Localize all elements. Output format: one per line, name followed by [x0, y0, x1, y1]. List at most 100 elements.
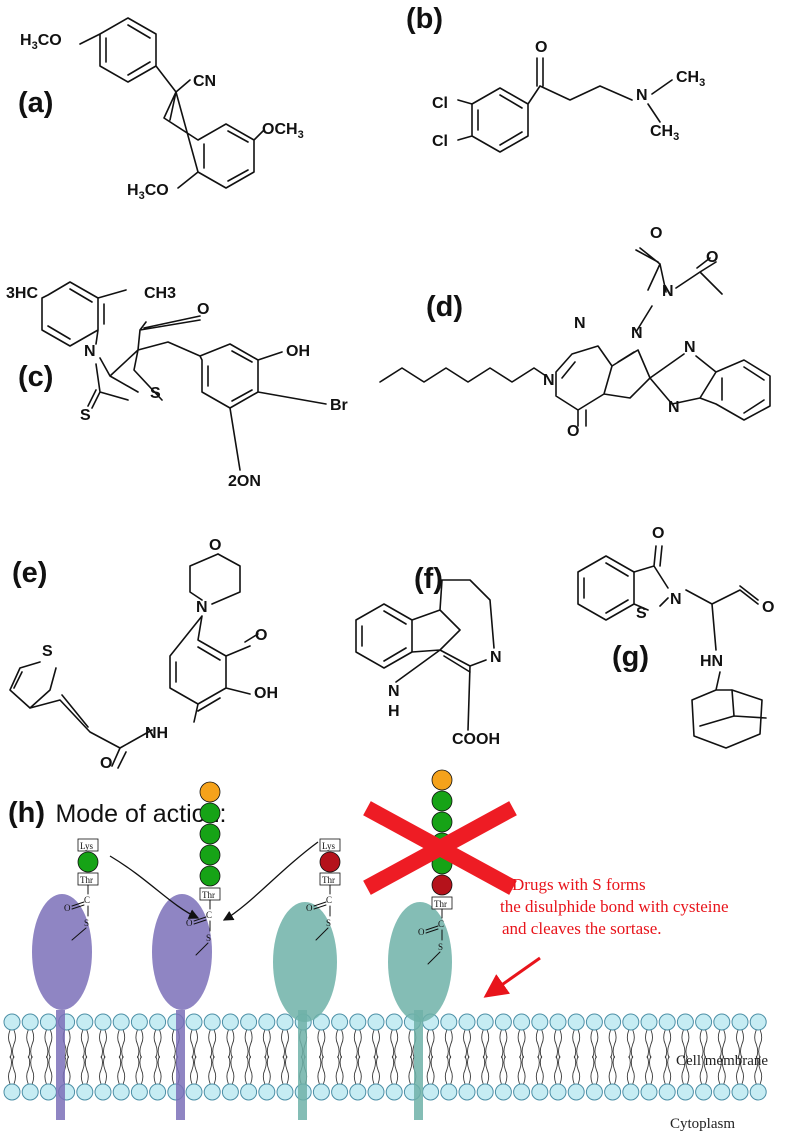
lipid-head: [94, 1083, 112, 1101]
lipid-head: [94, 1013, 112, 1031]
lipid-tail: [190, 1029, 198, 1059]
lipid-tail: [444, 1055, 453, 1085]
lipid-tail: [117, 1029, 126, 1059]
lipid-head: [749, 1083, 767, 1101]
lipid-head: [3, 1013, 21, 1031]
sortase-1: [32, 894, 92, 1120]
lipid-tail: [736, 1029, 744, 1059]
lipid-tail: [481, 1029, 490, 1059]
panel-label-h: (h) Mode of action:: [8, 797, 226, 829]
atom-e-o-amide: O: [100, 755, 112, 772]
lipid-tail: [463, 1055, 471, 1085]
amino-acid-red: [319, 851, 341, 873]
lipid-head: [695, 1083, 713, 1101]
lipid-head: [276, 1013, 294, 1031]
lipid-head: [3, 1083, 21, 1101]
lipid-head: [21, 1013, 39, 1031]
lipid-tail: [717, 1029, 726, 1059]
lipid-head: [622, 1013, 640, 1031]
lipid-tail: [135, 1029, 144, 1059]
lipid-head: [258, 1083, 276, 1101]
lipid-head: [367, 1013, 385, 1031]
lipid-tail: [572, 1029, 581, 1059]
atom-e-o-morph: O: [209, 537, 221, 554]
lipid-tail: [335, 1055, 344, 1085]
atom-c-1: C: [84, 895, 90, 905]
atom-s-2: S: [206, 933, 211, 943]
lipid-tail: [426, 1055, 435, 1085]
lipid-tail: [645, 1055, 653, 1085]
lipid-tail: [281, 1029, 289, 1059]
box-thr-2: Thr: [202, 890, 215, 900]
mode-of-action-panel: (h) Mode of action: Lys Thr: [3, 769, 768, 1132]
lipid-head: [476, 1013, 494, 1031]
lipid-tail: [281, 1055, 289, 1085]
lipid-tail: [8, 1029, 16, 1059]
lipid-head: [203, 1083, 221, 1101]
lipid-tail: [699, 1029, 708, 1059]
atom-o-4: O: [418, 927, 425, 937]
atom-a-och3: OCH3: [262, 121, 304, 141]
lipid-tail: [190, 1055, 198, 1085]
amino-acid-green: [77, 851, 99, 873]
lipid-tail: [499, 1029, 508, 1059]
box-lys-3: Lys: [322, 841, 336, 851]
lipid-head: [622, 1083, 640, 1101]
panel-label-b: (b): [406, 3, 443, 35]
atom-f-cooh: COOH: [452, 731, 500, 748]
box-thr-3: Thr: [322, 875, 335, 885]
atom-e-o-acid: O: [255, 627, 267, 644]
structure-d: (d) O O N N N N N N O: [379, 225, 771, 440]
lipid-head: [658, 1013, 676, 1031]
lipid-head: [331, 1083, 349, 1101]
atom-d-o-3: O: [567, 423, 579, 440]
lipid-head: [76, 1083, 94, 1101]
box-lys-1: Lys: [80, 841, 94, 851]
lipid-head: [458, 1013, 476, 1031]
atom-d-n-3: N: [631, 325, 643, 342]
lipid-tail: [26, 1029, 35, 1059]
lipid-tail: [517, 1029, 526, 1059]
lipid-head: [585, 1013, 603, 1031]
lipid-head: [385, 1083, 403, 1101]
lipid-head: [112, 1013, 130, 1031]
lipid-head: [422, 1083, 440, 1101]
atom-b-ch3-2: CH3: [650, 123, 679, 143]
atom-s-3: S: [326, 918, 331, 928]
lipid-tail: [481, 1055, 490, 1085]
lipid-head: [349, 1013, 367, 1031]
lipid-tail: [335, 1029, 344, 1059]
lipid-head: [713, 1013, 731, 1031]
lipid-tail: [244, 1055, 253, 1085]
atom-f-nh-n: N: [388, 683, 400, 700]
lipid-tail: [499, 1055, 508, 1085]
lipid-tail: [44, 1029, 53, 1059]
atom-c-oh: OH: [286, 343, 310, 360]
lipid-tail: [244, 1029, 253, 1059]
lipid-tail: [572, 1055, 581, 1085]
atom-a-cn: CN: [193, 73, 216, 90]
lipid-head: [604, 1013, 622, 1031]
lipid-head: [149, 1083, 167, 1101]
lipid-tail: [554, 1029, 562, 1059]
lipid-tail: [262, 1029, 271, 1059]
atom-g-hn: HN: [700, 653, 723, 670]
lipid-tail: [717, 1055, 726, 1085]
atom-o-1: O: [64, 903, 71, 913]
lipid-head: [112, 1083, 130, 1101]
atom-d-n-6: N: [668, 399, 680, 416]
lipid-tail: [153, 1055, 162, 1085]
lipid-head: [676, 1083, 694, 1101]
lipid-head: [331, 1013, 349, 1031]
lipid-head: [203, 1013, 221, 1031]
annotation-line-3: and cleaves the sortase.: [502, 919, 662, 938]
lipid-tail: [663, 1029, 672, 1059]
atom-d-n-2: N: [574, 315, 586, 332]
lipid-head: [494, 1083, 512, 1101]
lipid-tail: [681, 1029, 690, 1059]
lipid-head: [731, 1083, 749, 1101]
lipid-tail: [590, 1055, 599, 1085]
atom-e-oh: OH: [254, 685, 278, 702]
lipid-tail: [262, 1055, 271, 1085]
atom-g-o-1: O: [652, 525, 664, 542]
